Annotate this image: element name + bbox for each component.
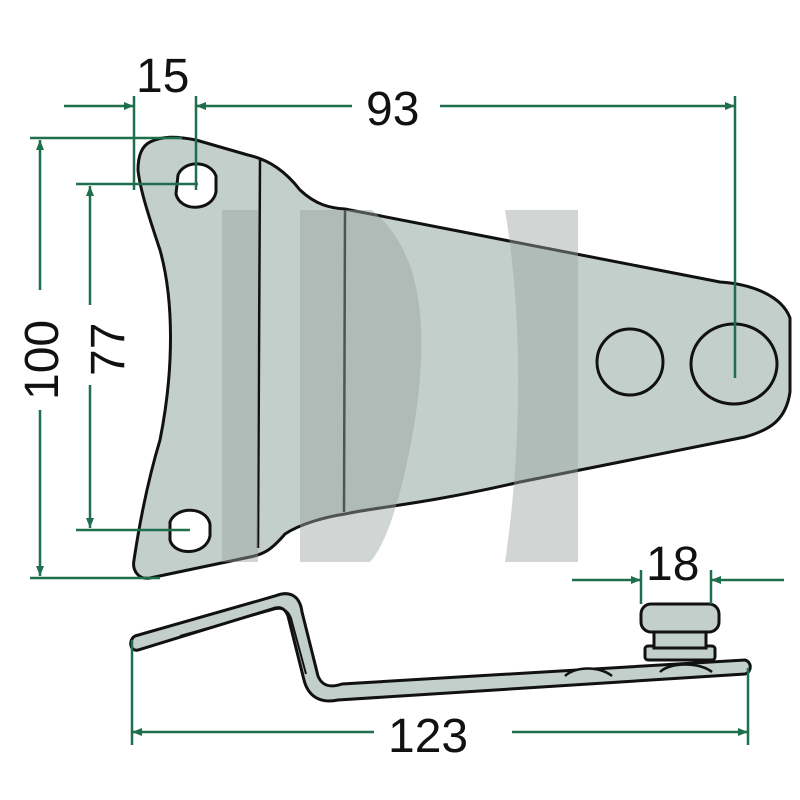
dimension-label-15: 15 bbox=[136, 50, 189, 103]
bracket-plate-top-view bbox=[132, 135, 792, 580]
fold-line-right bbox=[342, 209, 347, 513]
dimension-label-77: 77 bbox=[82, 323, 135, 376]
dimension-label-93: 93 bbox=[366, 83, 419, 136]
dimension-overall-length: 123 bbox=[130, 640, 750, 763]
dimension-label-123: 123 bbox=[388, 710, 468, 763]
dimension-hole-offset: 15 bbox=[64, 50, 198, 190]
dimension-label-18: 18 bbox=[646, 538, 699, 591]
dimension-hole-spacing-vertical: 77 bbox=[76, 182, 198, 532]
lower-weld-bumps bbox=[564, 663, 713, 678]
dimension-overall-height: 100 bbox=[16, 136, 182, 580]
watermark-logo bbox=[222, 210, 578, 562]
stud-head bbox=[639, 602, 721, 634]
fold-line-left bbox=[256, 159, 262, 549]
dimension-hole-spacing-horizontal: 93 bbox=[196, 83, 737, 378]
dimension-label-100: 100 bbox=[16, 320, 69, 400]
middle-round-hole bbox=[595, 327, 665, 397]
dimension-stud-width: 18 bbox=[572, 538, 784, 604]
inner-bend-line bbox=[179, 607, 307, 675]
